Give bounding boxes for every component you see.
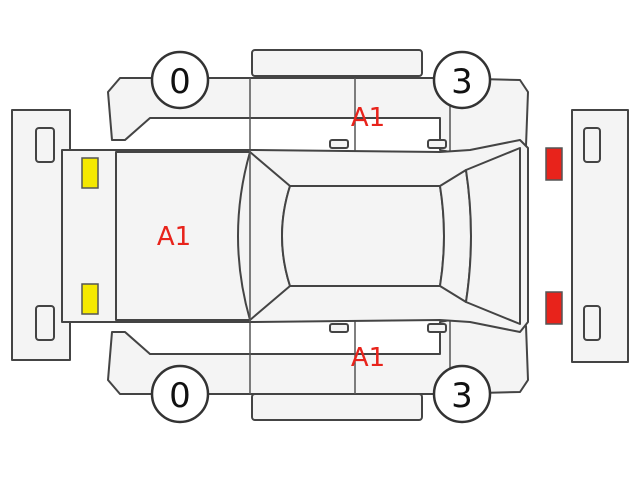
top-side-sill <box>251 49 423 77</box>
tire-front-left-count: 0 <box>169 376 191 416</box>
rear-left-light <box>545 147 563 181</box>
front-left-light <box>81 157 99 189</box>
tire-rear-right: 3 <box>432 50 492 110</box>
tire-front-right-count: 0 <box>169 62 191 102</box>
right-side-damage-mark: A1 <box>351 103 385 133</box>
tire-rear-left: 3 <box>432 364 492 424</box>
front-bumper <box>11 109 71 361</box>
bottom-side-sill <box>251 393 423 421</box>
rear-right-light <box>545 291 563 325</box>
left-side-damage-mark: A1 <box>351 343 385 373</box>
rear-bumper <box>571 109 629 363</box>
car-top-view <box>61 139 529 333</box>
tire-front-left: 0 <box>150 364 210 424</box>
tire-front-right: 0 <box>150 50 210 110</box>
hood-damage-mark: A1 <box>157 222 191 252</box>
front-right-light <box>81 283 99 315</box>
tire-rear-left-count: 3 <box>451 376 473 416</box>
tire-rear-right-count: 3 <box>451 62 473 102</box>
